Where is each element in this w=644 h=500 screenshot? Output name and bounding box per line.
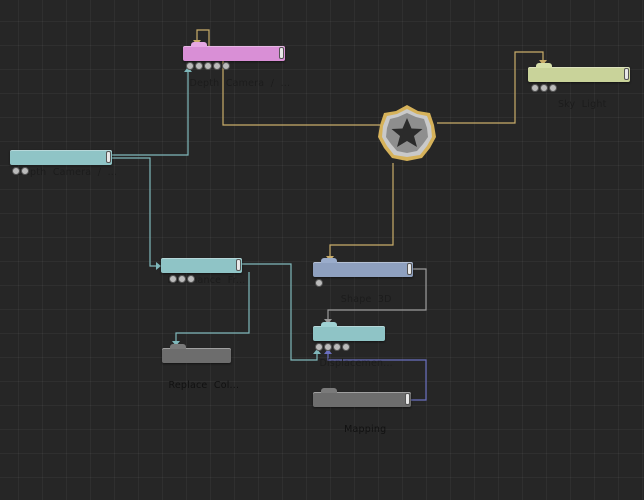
port[interactable] xyxy=(222,62,230,70)
node-tab xyxy=(321,322,337,327)
node-ports xyxy=(12,167,29,175)
node-label: Shape 3D xyxy=(340,294,392,305)
port[interactable] xyxy=(21,167,29,175)
node-sky-light[interactable]: Sky Light xyxy=(528,63,630,110)
port[interactable] xyxy=(169,275,177,283)
node-depth-camera-left[interactable]: Depth Camera / ... xyxy=(10,150,117,178)
node-label: Sky Light xyxy=(557,99,607,110)
node-label: Depth Camera / ... xyxy=(189,78,291,89)
node-mapping[interactable]: Mapping xyxy=(313,388,411,435)
port[interactable] xyxy=(186,62,194,70)
node-luminance[interactable]: Luminance Fr... xyxy=(161,258,245,286)
node-ports xyxy=(315,343,350,351)
wire-depth-left-to-luminance xyxy=(112,157,158,267)
port[interactable] xyxy=(540,84,548,92)
wire-mapping-to-displacement xyxy=(327,352,427,401)
node-ports xyxy=(169,275,195,283)
node-depth-camera-top[interactable]: Depth Camera / ... xyxy=(183,42,290,89)
port[interactable] xyxy=(195,62,203,70)
node-label: Displacemen... xyxy=(319,358,393,369)
wire-root-to-shape-3d xyxy=(329,163,394,257)
wire-luminance-to-replace xyxy=(175,272,250,342)
node-output-handle[interactable] xyxy=(236,259,241,271)
arrow-replace xyxy=(172,341,180,346)
port[interactable] xyxy=(12,167,20,175)
port[interactable] xyxy=(324,343,332,351)
port[interactable] xyxy=(315,279,323,287)
wire-depth-left-to-depth-top xyxy=(112,70,189,156)
port[interactable] xyxy=(315,343,323,351)
port[interactable] xyxy=(178,275,186,283)
node-tab xyxy=(536,63,552,68)
port[interactable] xyxy=(549,84,557,92)
node-ports xyxy=(531,84,557,92)
node-displacement[interactable]: Displacemen... xyxy=(313,322,393,369)
node-output-handle[interactable] xyxy=(624,68,629,80)
port[interactable] xyxy=(187,275,195,283)
node-tab xyxy=(191,42,207,47)
wire-depth-camera-top-input xyxy=(196,29,210,46)
port[interactable] xyxy=(204,62,212,70)
node-output-handle[interactable] xyxy=(405,393,410,405)
port[interactable] xyxy=(342,343,350,351)
node-replace-color[interactable]: Replace Col... xyxy=(162,344,239,391)
arrow-disp-gray xyxy=(324,319,332,324)
wire-root-to-sky-light xyxy=(437,51,544,124)
wire-shape-to-displacement xyxy=(327,268,427,320)
star-icon[interactable] xyxy=(376,103,438,165)
port[interactable] xyxy=(213,62,221,70)
wire-luminance-to-displacement xyxy=(242,263,318,361)
port[interactable] xyxy=(333,343,341,351)
node-output-handle[interactable] xyxy=(407,263,412,275)
arrow-sky-light xyxy=(539,60,547,65)
node-ports xyxy=(315,279,323,287)
node-tab xyxy=(321,258,337,263)
node-label: Mapping xyxy=(344,424,387,435)
arrow-disp-blue xyxy=(324,349,332,354)
wire-root-to-depth-camera-top xyxy=(222,60,380,126)
node-ports xyxy=(186,62,230,70)
port[interactable] xyxy=(531,84,539,92)
arrow-luminance xyxy=(156,262,161,270)
node-shape-3d[interactable]: Shape 3D xyxy=(313,258,413,305)
node-label: Replace Col... xyxy=(168,380,240,391)
node-output-handle[interactable] xyxy=(279,47,284,59)
node-tab xyxy=(170,344,186,349)
node-label: Depth Camera / ... xyxy=(16,167,118,178)
arrow-disp-teal xyxy=(313,349,321,354)
node-output-handle[interactable] xyxy=(106,151,111,163)
node-tab xyxy=(321,388,337,393)
